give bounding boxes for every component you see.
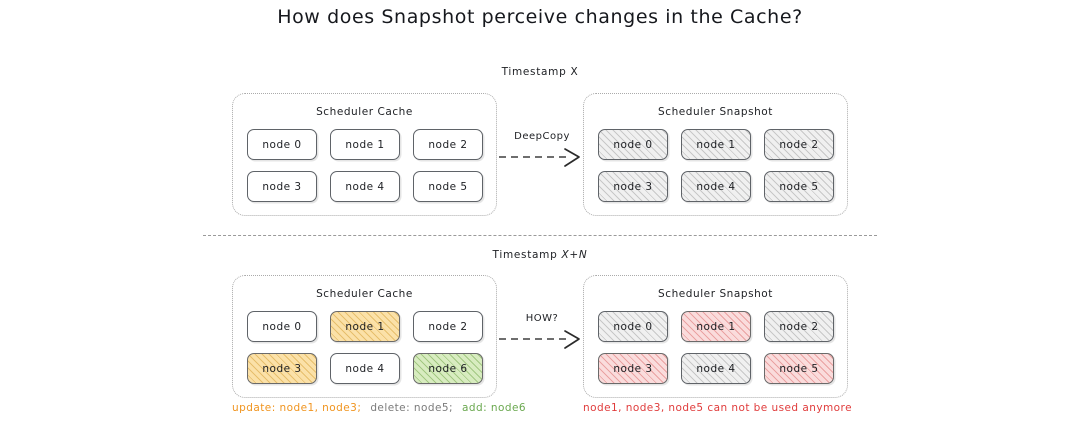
panel-scheduler-cache-xn: Scheduler Cache node 0 node 1 node 2 nod… — [232, 275, 497, 398]
node-label: node 0 — [262, 320, 302, 333]
node-label: node 4 — [696, 180, 736, 193]
panel-scheduler-snapshot-x: Scheduler Snapshot node 0 node 1 node 2 … — [583, 93, 848, 216]
node-box[interactable]: node 0 — [247, 129, 317, 160]
node-label: node 5 — [779, 180, 819, 193]
arrow-deepcopy-label: DeepCopy — [514, 131, 570, 142]
node-grid-cache-x: node 0 node 1 node 2 node 3 node 4 node … — [247, 129, 484, 202]
node-label: node 0 — [262, 138, 302, 151]
node-label: node 2 — [779, 138, 819, 151]
timestamp-x-prefix: Timestamp — [501, 66, 571, 78]
node-box[interactable]: node 4 — [681, 353, 751, 384]
timestamp-xn-prefix: Timestamp — [492, 249, 562, 261]
node-box-stale[interactable]: node 1 — [681, 311, 751, 342]
node-grid-snapshot-x: node 0 node 1 node 2 node 3 node 4 node … — [598, 129, 835, 202]
caption-warning-text: node1, node3, node5 can not be used anym… — [583, 402, 852, 414]
timestamp-xn-value: X+N — [561, 249, 588, 261]
node-box[interactable]: node 2 — [764, 311, 834, 342]
node-label: node 1 — [696, 138, 736, 151]
node-label: node 3 — [262, 362, 302, 375]
panel-title-cache-x: Scheduler Cache — [316, 106, 413, 118]
node-label: node 4 — [345, 180, 385, 193]
node-grid-cache-xn: node 0 node 1 node 2 node 3 node 4 node … — [247, 311, 484, 384]
node-box-stale[interactable]: node 5 — [764, 353, 834, 384]
node-grid-snapshot-xn: node 0 node 1 node 2 node 3 node 4 node … — [598, 311, 835, 384]
node-label: node 4 — [696, 362, 736, 375]
node-label: node 4 — [345, 362, 385, 375]
arrow-how-label: HOW? — [525, 313, 559, 324]
panel-scheduler-cache-x: Scheduler Cache node 0 node 1 node 2 nod… — [232, 93, 497, 216]
node-box[interactable]: node 1 — [681, 129, 751, 160]
node-box[interactable]: node 4 — [330, 171, 400, 202]
node-box[interactable]: node 0 — [598, 129, 668, 160]
node-box[interactable]: node 0 — [247, 311, 317, 342]
panel-title-snapshot-x: Scheduler Snapshot — [658, 106, 773, 118]
arrow-deepcopy: DeepCopy — [497, 131, 587, 173]
node-label: node 1 — [345, 320, 385, 333]
node-label: node 2 — [428, 138, 468, 151]
node-box[interactable]: node 3 — [598, 171, 668, 202]
caption-update-text: update: node1, node3; — [232, 402, 362, 414]
caption-delete-text: delete: node5; — [370, 402, 453, 414]
node-box[interactable]: node 5 — [413, 171, 483, 202]
node-box[interactable]: node 0 — [598, 311, 668, 342]
node-label: node 1 — [696, 320, 736, 333]
node-label: node 1 — [345, 138, 385, 151]
node-box[interactable]: node 2 — [764, 129, 834, 160]
node-box[interactable]: node 5 — [764, 171, 834, 202]
node-box-updated[interactable]: node 3 — [247, 353, 317, 384]
panel-scheduler-snapshot-xn: Scheduler Snapshot node 0 node 1 node 2 … — [583, 275, 848, 398]
arrow-how: HOW? — [497, 313, 587, 355]
node-label: node 0 — [613, 138, 653, 151]
node-box-stale[interactable]: node 3 — [598, 353, 668, 384]
node-box[interactable]: node 4 — [330, 353, 400, 384]
panel-title-cache-xn: Scheduler Cache — [316, 288, 413, 300]
node-box-updated[interactable]: node 1 — [330, 311, 400, 342]
node-label: node 3 — [262, 180, 302, 193]
node-label: node 2 — [779, 320, 819, 333]
node-box-added[interactable]: node 6 — [413, 353, 483, 384]
node-label: node 6 — [428, 362, 468, 375]
node-box[interactable]: node 3 — [247, 171, 317, 202]
node-label: node 5 — [779, 362, 819, 375]
arrow-right-icon — [499, 330, 580, 349]
node-box[interactable]: node 2 — [413, 311, 483, 342]
node-label: node 0 — [613, 320, 653, 333]
panel-title-snapshot-xn: Scheduler Snapshot — [658, 288, 773, 300]
caption-cache-changes: update: node1, node3; delete: node5; add: … — [232, 402, 526, 414]
arrow-right-icon — [499, 148, 580, 167]
node-box[interactable]: node 1 — [330, 129, 400, 160]
node-label: node 3 — [613, 362, 653, 375]
timestamp-label-xn: Timestamp X+N — [0, 249, 1080, 261]
caption-snapshot-warning: node1, node3, node5 can not be used anym… — [583, 402, 852, 414]
node-label: node 3 — [613, 180, 653, 193]
node-label: node 5 — [428, 180, 468, 193]
node-box[interactable]: node 4 — [681, 171, 751, 202]
caption-add-text: add: node6 — [462, 402, 527, 414]
page-title: How does Snapshot perceive changes in th… — [277, 6, 803, 28]
timestamp-label-x: Timestamp X — [0, 66, 1080, 78]
node-box[interactable]: node 2 — [413, 129, 483, 160]
section-divider — [203, 235, 877, 236]
timestamp-x-value: X — [570, 66, 579, 78]
node-label: node 2 — [428, 320, 468, 333]
